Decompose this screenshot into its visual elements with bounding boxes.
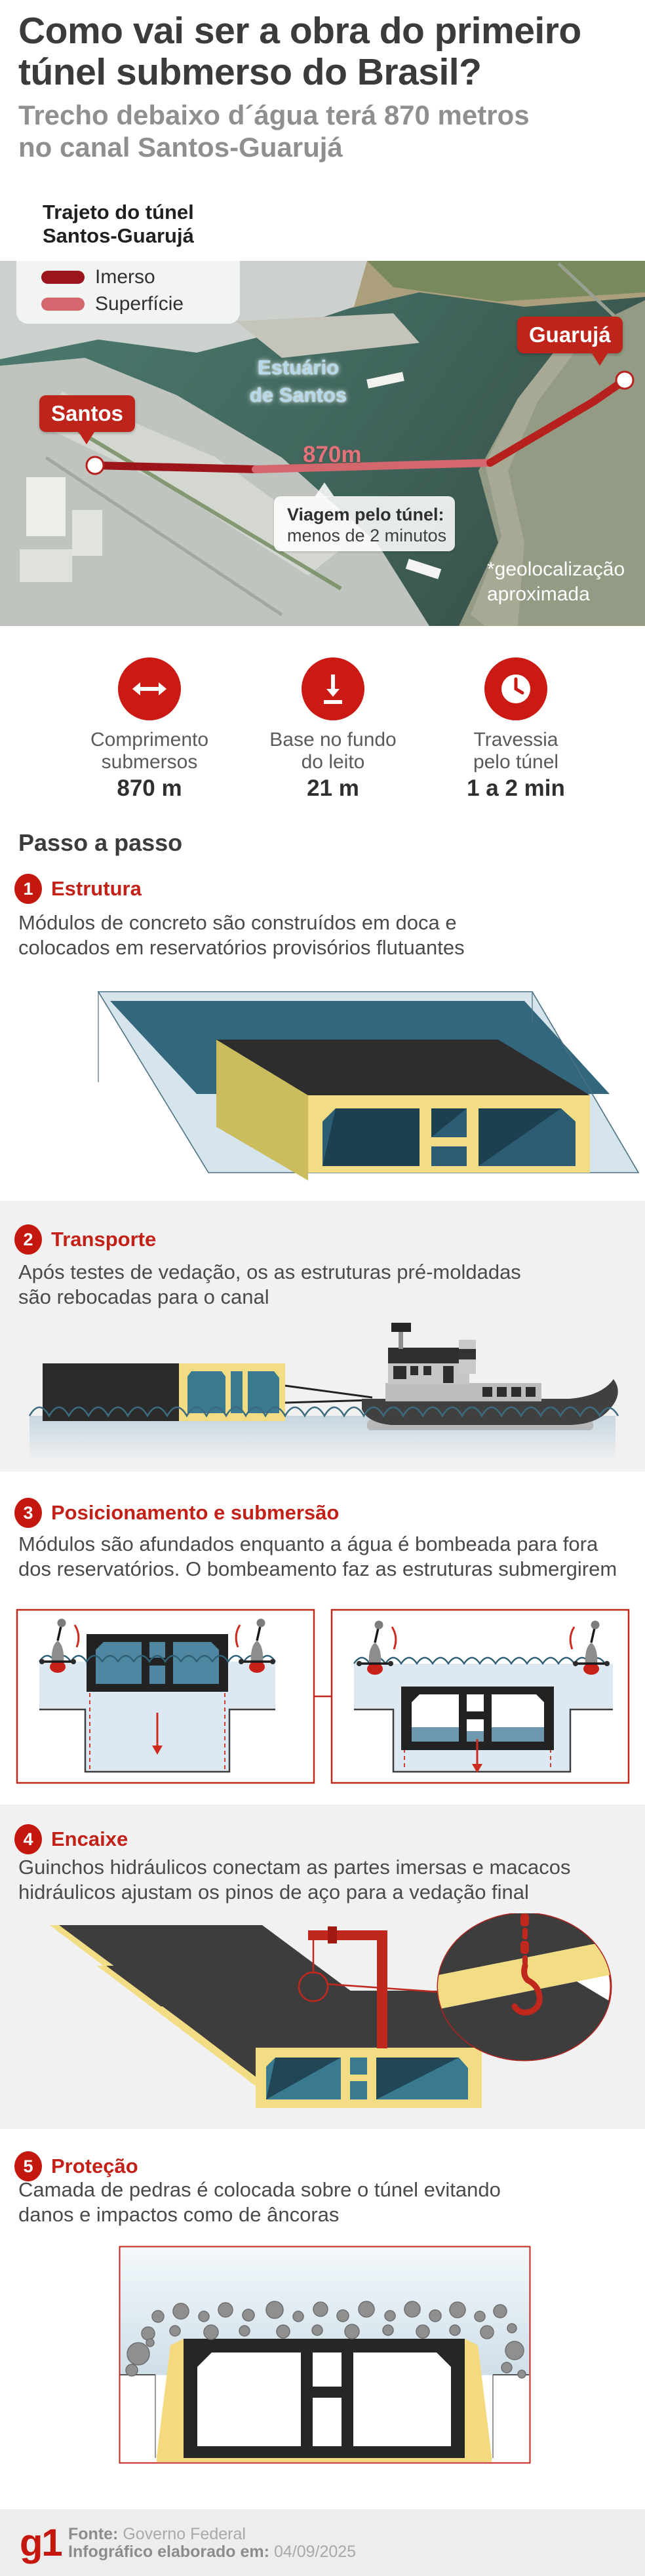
step-5-text: Camada de pedras é colocada sobre o túne… xyxy=(18,2178,501,2226)
travel-time-tooltip: Viagem pelo túnel: menos de 2 minutos xyxy=(274,482,455,551)
steps-heading: Passo a passo xyxy=(18,829,183,856)
step-3-diagrams xyxy=(0,1608,645,1789)
legend-label: Superfície xyxy=(95,293,184,315)
step-1-title: Estrutura xyxy=(51,877,142,900)
tooltip-text: menos de 2 minutos xyxy=(287,526,447,546)
step-5-badge: 5 xyxy=(14,2151,42,2181)
rock-protection-layer xyxy=(125,2301,526,2379)
superficie-swatch-icon xyxy=(41,298,85,311)
date-line: Infográfico elaborado em: 04/09/2025 xyxy=(68,2543,356,2561)
santos-label: Santos xyxy=(39,395,136,444)
stat-value: 870 m xyxy=(117,775,182,801)
tooltip-title: Viagem pelo túnel: xyxy=(287,505,444,524)
date-value: 04/09/2025 xyxy=(273,2543,357,2561)
step-1-text: Módulos de concreto são construídos em d… xyxy=(18,911,465,959)
page-subtitle: Trecho debaixo d´água terá 870 metros no… xyxy=(18,100,530,163)
step-5-title: Proteção xyxy=(51,2155,138,2177)
step-2-text: Após testes de vedação, os as estruturas… xyxy=(18,1260,521,1308)
step-5-diagram xyxy=(119,2246,532,2468)
g1-logo: g1 xyxy=(20,2522,63,2564)
stat-value: 1 a 2 min xyxy=(467,775,565,801)
step-4-illustration xyxy=(0,1912,645,2114)
step-4-encaixe: 4 Encaixe Guinchos hidráulicos conectam … xyxy=(0,1805,645,2129)
step-1-illustration xyxy=(0,984,645,1184)
step-4-text: Guinchos hidráulicos conectam as partes … xyxy=(18,1856,571,1903)
step-2-illustration xyxy=(0,1323,645,1475)
estuary-label: Estuário de Santos xyxy=(249,356,347,406)
step-1-badge: 1 xyxy=(14,874,42,904)
step-4-badge: 4 xyxy=(14,1824,42,1854)
legend-label: Imerso xyxy=(95,266,155,288)
arrows-horizontal-icon xyxy=(118,657,181,720)
map-legend-title: Trajeto do túnel Santos-Guarujá xyxy=(43,201,194,247)
page-title: Como vai ser a obra do primeiro túnel su… xyxy=(18,10,581,93)
guaruja-label: Guarujá xyxy=(517,317,623,366)
step-3-badge: 3 xyxy=(14,1498,42,1528)
clock-icon xyxy=(484,657,547,720)
step-3-posicionamento: 3 Posicionamento e submersão Módulos são… xyxy=(0,1472,645,1805)
source-value: Governo Federal xyxy=(123,2525,246,2543)
source-line: Fonte: Governo Federal xyxy=(68,2526,356,2543)
winch-crane xyxy=(298,1926,440,2048)
date-label: Infográfico elaborado em: xyxy=(68,2543,269,2561)
stats-row: Comprimento submersos 870 m Base no fund… xyxy=(0,626,645,815)
source-label: Fonte: xyxy=(68,2525,119,2543)
map-legend: Imerso Superfície xyxy=(16,261,240,324)
diagram-module-submerged xyxy=(330,1609,630,1784)
step-5-protecao: 5 Proteção Camada de pedras é colocada s… xyxy=(0,2129,645,2509)
step-2-transporte: 2 Transporte Após testes de vedação, os … xyxy=(0,1201,645,1472)
step-1-estrutura: Passo a passo 1 Estrutura Módulos de con… xyxy=(0,815,645,1201)
route-endpoint-santos xyxy=(85,456,105,475)
legend-item-imerso: Imerso xyxy=(41,266,155,288)
diagram-module-floating xyxy=(16,1609,315,1784)
arrow-down-icon xyxy=(302,657,364,720)
tunnel-route xyxy=(85,370,635,475)
route-endpoint-guaruja xyxy=(615,370,635,390)
stat-label: Comprimento submersos xyxy=(90,729,209,773)
tunnel-cross-section xyxy=(184,2339,465,2458)
header: Como vai ser a obra do primeiro túnel su… xyxy=(0,0,645,261)
step-2-badge: 2 xyxy=(14,1224,42,1255)
distance-label: 870m xyxy=(303,442,362,467)
step-4-title: Encaixe xyxy=(51,1827,128,1850)
legend-item-superficie: Superfície xyxy=(41,293,184,315)
stat-label: Base no fundo do leito xyxy=(269,729,397,773)
aerial-map: Imerso Superfície Estuário de Santos San… xyxy=(0,261,645,626)
stat-label: Travessia pelo túnel xyxy=(473,729,559,773)
credits: Fonte: Governo Federal Infográfico elabo… xyxy=(68,2526,356,2561)
footer: g1 Fonte: Governo Federal Infográfico el… xyxy=(0,2509,645,2576)
step-2-title: Transporte xyxy=(51,1228,157,1251)
geolocation-disclaimer: *geolocalização aproximada xyxy=(487,558,625,605)
step-3-text: Módulos são afundados enquanto a água é … xyxy=(18,1532,617,1580)
imerso-swatch-icon xyxy=(41,271,85,284)
step-3-title: Posicionamento e submersão xyxy=(51,1501,340,1524)
stat-value: 21 m xyxy=(307,775,359,801)
